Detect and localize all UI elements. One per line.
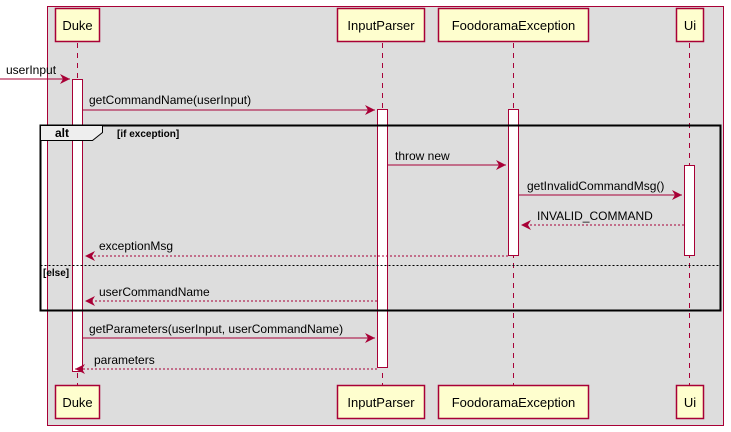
alt-frame [39, 124, 722, 312]
message-label-user-command-name: userCommandName [99, 285, 210, 299]
message-label-invalid-command: INVALID_COMMAND [537, 209, 653, 223]
message-label-throw-new: throw new [395, 149, 450, 163]
message-label-get-parameters: getParameters(userInput, userCommandName… [89, 322, 343, 336]
alt-fragment: alt [if exception] [else] [39, 124, 722, 312]
activation-bars [72, 79, 695, 372]
participant-duke-label: Duke [62, 18, 92, 33]
participant-ui-label-bottom: Ui [684, 395, 696, 410]
participant-input-parser-top: InputParser [336, 7, 426, 43]
message-label-get-command-name: getCommandName(userInput) [89, 93, 251, 107]
participant-duke-label-bottom: Duke [62, 395, 92, 410]
participant-input-parser-label: InputParser [347, 18, 415, 33]
activation-duke [72, 79, 83, 372]
participants-bottom: Duke InputParser FoodoramaException Ui [54, 384, 705, 420]
participant-input-parser-label-bottom: InputParser [347, 395, 415, 410]
participant-foodorama-exception-top: FoodoramaException [437, 7, 590, 43]
participants-top: Duke InputParser FoodoramaException Ui [54, 7, 705, 43]
participant-foodorama-exception-label: FoodoramaException [452, 18, 576, 33]
message-label-user-input: userInput [6, 63, 57, 77]
alt-else-guard: [else] [43, 268, 69, 279]
messages: userInput getCommandName(userInput) thro… [0, 63, 684, 374]
participant-ui-bottom: Ui [675, 384, 705, 420]
participant-input-parser-bottom: InputParser [336, 384, 426, 420]
activation-foodorama-exception [508, 109, 519, 256]
alt-tab [40, 125, 103, 141]
alt-keyword: alt [55, 126, 69, 140]
participant-ui-top: Ui [675, 7, 705, 43]
participant-ui-label: Ui [684, 18, 696, 33]
participant-foodorama-exception-label-bottom: FoodoramaException [452, 395, 576, 410]
message-label-exception-msg: exceptionMsg [99, 239, 173, 253]
participant-foodorama-exception-bottom: FoodoramaException [437, 384, 590, 420]
participant-duke-bottom: Duke [54, 384, 101, 420]
message-label-get-invalid-command-msg: getInvalidCommandMsg() [527, 179, 664, 193]
activation-ui [684, 165, 695, 256]
participant-duke-top: Duke [54, 7, 101, 43]
alt-guard: [if exception] [117, 129, 179, 140]
message-label-parameters: parameters [94, 353, 155, 367]
activation-input-parser [377, 109, 388, 368]
